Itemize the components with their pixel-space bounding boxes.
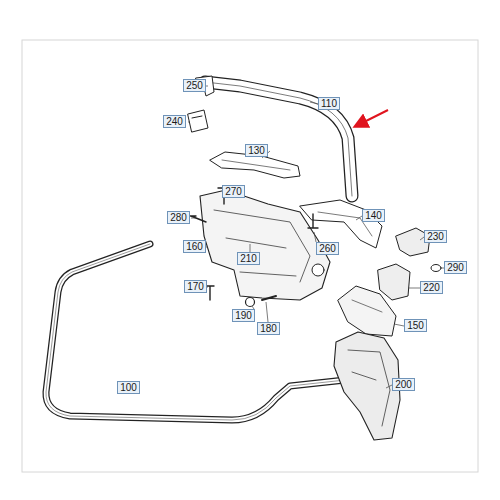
callout-number: 140 — [365, 210, 382, 221]
callout-number: 150 — [407, 320, 424, 331]
callout-number: 290 — [447, 262, 464, 273]
callout-number: 110 — [321, 98, 337, 109]
callout-box: 180 — [257, 322, 280, 335]
callout-number: 200 — [395, 379, 412, 390]
callout-number: 180 — [260, 323, 277, 334]
callout-number: 190 — [235, 310, 252, 321]
callout-box: 110 — [318, 97, 340, 110]
callout-box: 280 — [167, 211, 190, 224]
bolt — [308, 214, 318, 228]
callout-number: 230 — [427, 231, 444, 242]
bolt — [262, 296, 276, 300]
callout-box: 220 — [420, 281, 443, 294]
callout-number: 160 — [186, 241, 203, 252]
callout-number: 250 — [186, 80, 203, 91]
callout-number: 210 — [240, 253, 257, 264]
callout-number: 130 — [248, 145, 265, 156]
frame — [22, 40, 478, 472]
bracket — [300, 200, 382, 248]
seal-strip — [46, 244, 382, 420]
callout-number: 240 — [166, 116, 183, 127]
grommet — [431, 265, 441, 272]
callout-box: 150 — [404, 319, 427, 332]
clip — [188, 110, 208, 132]
callout-box: 160 — [183, 240, 206, 253]
callout-box: 210 — [237, 252, 260, 265]
callout-box: 250 — [183, 79, 206, 92]
cover — [334, 332, 400, 440]
screw — [206, 286, 214, 300]
callout-box: 290 — [444, 261, 467, 274]
callout-box: 260 — [316, 242, 339, 255]
callout-box: 240 — [163, 115, 186, 128]
cover — [378, 264, 410, 300]
callout-box: 200 — [392, 378, 415, 391]
callout-box: 170 — [184, 280, 207, 293]
callout-box: 270 — [222, 185, 245, 198]
callout-number: 220 — [423, 282, 440, 293]
washer — [246, 298, 255, 307]
trim — [338, 286, 396, 336]
callout-number: 270 — [225, 186, 242, 197]
roof-rail — [205, 82, 352, 196]
callout-box: 140 — [362, 209, 385, 222]
callout-box: 100 — [117, 381, 140, 394]
callout-number: 260 — [319, 243, 336, 254]
callout-box: 230 — [424, 230, 447, 243]
leader-lines — [188, 86, 444, 388]
callout-box: 190 — [232, 309, 255, 322]
callout-box: 130 — [245, 144, 268, 157]
callout-number: 170 — [187, 281, 204, 292]
pointer-arrow — [356, 110, 388, 126]
callout-number: 100 — [120, 382, 137, 393]
callout-number: 280 — [170, 212, 187, 223]
